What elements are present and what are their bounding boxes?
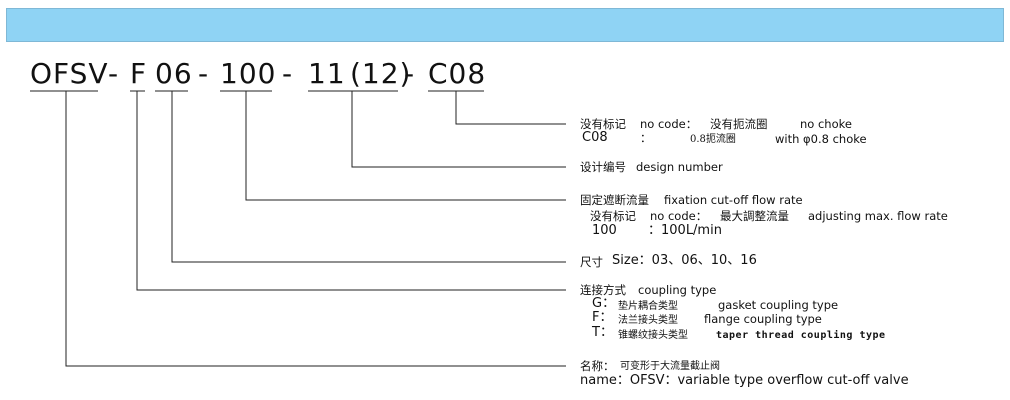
design-en-label: design number bbox=[636, 160, 723, 174]
size-en-label: Size：03、06、10、16 bbox=[612, 253, 757, 268]
design-cn-label: 设计编号 bbox=[580, 160, 626, 174]
code-segment-choke: C08 bbox=[428, 57, 487, 90]
coupling-f-cn: 法兰接头类型 bbox=[618, 315, 678, 326]
choke-cn-value-2: 0.8扼流圈 bbox=[690, 134, 736, 145]
choke-en-label: no code： bbox=[640, 117, 698, 131]
choke-colon: ： bbox=[640, 131, 652, 145]
flow-en-max: adjusting max. flow rate bbox=[808, 209, 948, 223]
code-segment-design: 11 bbox=[308, 57, 346, 90]
name-en-line: name：OFSV：variable type overflow cut-off… bbox=[580, 373, 909, 388]
name-cn-value: 可变形于大流量截止阀 bbox=[620, 361, 720, 372]
code-segment-size: 06 bbox=[155, 57, 193, 90]
code-separator-2: - bbox=[198, 57, 210, 90]
leader-choke bbox=[455, 91, 566, 125]
flow-code: 100 bbox=[592, 223, 617, 238]
code-segment-design-alt: (12) bbox=[350, 57, 412, 90]
choke-code: C08 bbox=[582, 130, 608, 145]
size-cn-label: 尺寸 bbox=[580, 255, 603, 269]
coupling-f-en: flange coupling type bbox=[704, 312, 822, 326]
coupling-t-code: T： bbox=[592, 325, 613, 340]
coupling-t-en: taper thread coupling type bbox=[716, 330, 886, 341]
coupling-g-code: G： bbox=[592, 296, 616, 311]
flow-en-label: fixation cut-off flow rate bbox=[664, 193, 803, 207]
header-banner bbox=[6, 8, 1004, 42]
leader-flow bbox=[245, 91, 566, 201]
leader-name bbox=[65, 91, 566, 367]
coupling-cn-label: 连接方式 bbox=[580, 283, 626, 297]
code-separator-3: - bbox=[282, 57, 294, 90]
coupling-g-en: gasket coupling type bbox=[718, 298, 839, 312]
coupling-g-cn: 垫片耦合类型 bbox=[618, 301, 678, 312]
choke-en-value-2: with φ0.8 choke bbox=[775, 132, 867, 146]
name-cn-label: 名称： bbox=[580, 359, 615, 373]
leader-size bbox=[171, 91, 566, 263]
choke-cn-label: 没有标记 bbox=[580, 117, 626, 131]
choke-en-value: no choke bbox=[800, 117, 852, 131]
leader-design bbox=[351, 91, 566, 168]
code-segment-series: OFSV bbox=[30, 57, 109, 90]
leader-coupling bbox=[136, 91, 566, 291]
flow-cn-nocode: 没有标记 bbox=[590, 209, 636, 223]
coupling-f-code: F： bbox=[592, 310, 613, 325]
flow-cn-label: 固定遮断流量 bbox=[580, 193, 649, 207]
flow-en-nocode: no code： bbox=[650, 209, 708, 223]
coupling-en-label: coupling type bbox=[638, 283, 717, 297]
code-segment-coupling: F bbox=[130, 57, 148, 90]
flow-value: ：100L/min bbox=[648, 223, 722, 238]
code-separator-4: - bbox=[404, 57, 416, 90]
flow-cn-max: 最大調整流量 bbox=[720, 209, 789, 223]
choke-cn-value: 没有扼流圈 bbox=[710, 117, 768, 131]
coupling-t-cn: 锥螺纹接头类型 bbox=[618, 330, 688, 341]
code-segment-flow: 100 bbox=[220, 57, 277, 90]
code-separator-1: - bbox=[108, 57, 120, 90]
